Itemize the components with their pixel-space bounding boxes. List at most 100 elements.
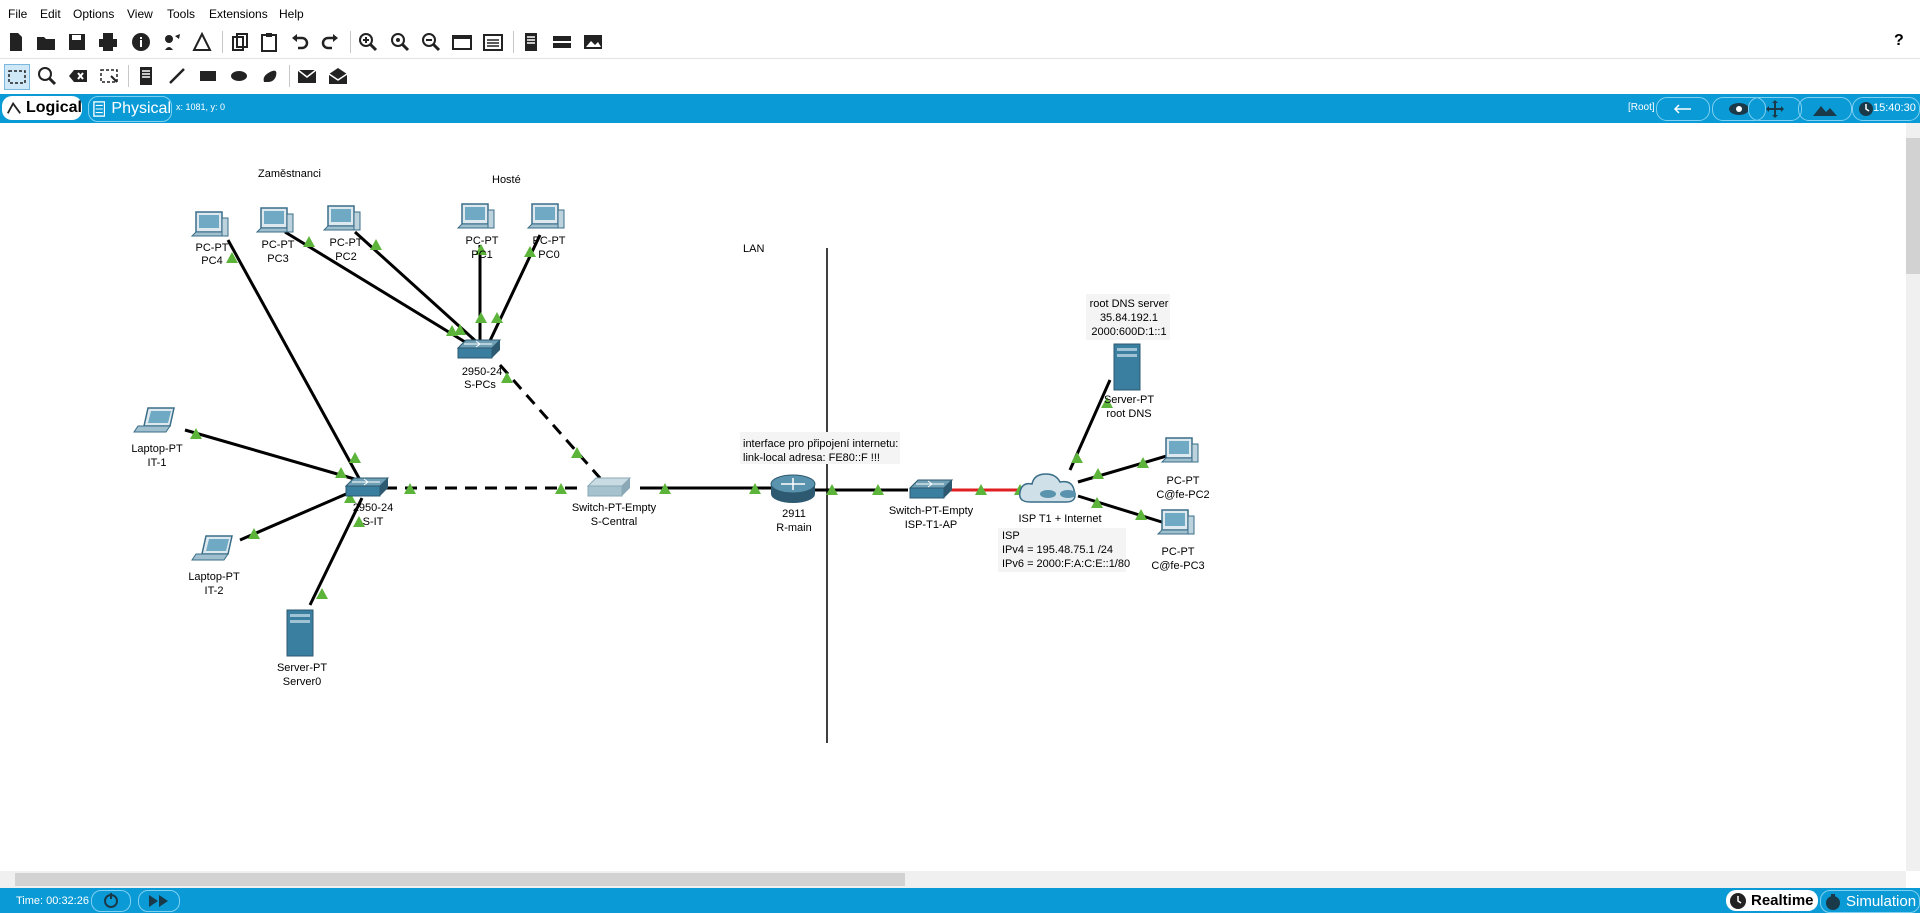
device-pc4[interactable]: PC-PT PC4	[191, 211, 229, 267]
note-hoste[interactable]: Hosté	[492, 174, 521, 186]
note-dns-line3[interactable]: 2000:600D:1::1	[1091, 326, 1166, 338]
note-iface-line2[interactable]: link-local adresa: FE80::F !!!	[743, 452, 880, 464]
print-icon[interactable]	[96, 30, 120, 54]
image-icon[interactable]	[581, 30, 605, 54]
clock[interactable]: 15:40:30	[1852, 97, 1920, 121]
device-pc3[interactable]: PC-PT PC3	[256, 207, 295, 265]
resize-icon[interactable]	[97, 64, 121, 88]
window-icon[interactable]	[450, 30, 474, 54]
device-name-label: S-IT	[363, 516, 384, 528]
link-spcs-scentral[interactable]	[498, 364, 602, 479]
link-isp-cfe2[interactable]	[1077, 453, 1171, 484]
note-lan[interactable]: LAN	[743, 243, 764, 255]
menu-tools[interactable]: Tools	[167, 7, 196, 21]
device-r-main[interactable]: 2911 R-main	[770, 474, 816, 534]
pdu-simple-icon[interactable]	[295, 64, 319, 88]
zoom-reset-icon[interactable]	[388, 30, 412, 54]
pc-icon	[1161, 437, 1199, 463]
move-icon	[1766, 100, 1784, 118]
tab-physical[interactable]: Physical	[88, 96, 172, 122]
device-type-label: 2950-24	[353, 502, 393, 514]
note-zamestnanci[interactable]: Zaměstnanci	[258, 168, 321, 180]
freeform-icon[interactable]	[258, 64, 282, 88]
device-root-dns[interactable]: Server-PT root DNS	[1104, 343, 1154, 420]
note-isp-line3[interactable]: IPv6 = 2000:F:A:C:E::1/80	[1002, 558, 1130, 570]
realtime-mode-button[interactable]: Realtime	[1726, 890, 1818, 911]
simulation-mode-button[interactable]: Simulation	[1820, 890, 1920, 913]
cluster-button[interactable]	[1712, 97, 1766, 121]
note-dns-line1[interactable]: root DNS server	[1090, 298, 1169, 310]
toolbar-separator	[222, 31, 223, 53]
device-type-label: Server-PT	[1104, 394, 1154, 406]
vertical-scrollbar[interactable]	[1906, 123, 1920, 871]
power-cycle-button[interactable]	[91, 890, 131, 912]
zoom-out-icon[interactable]	[419, 30, 443, 54]
undo-icon[interactable]	[288, 30, 312, 54]
link-it1-sit[interactable]	[184, 428, 359, 482]
tab-logical[interactable]: Logical	[2, 96, 82, 120]
device-type-label: PC-PT	[533, 235, 566, 247]
notes-icon[interactable]	[519, 30, 543, 54]
link-pc3-spcs[interactable]	[284, 230, 471, 347]
note-dns-line2[interactable]: 35.84.192.1	[1100, 312, 1158, 324]
new-icon[interactable]	[4, 30, 28, 54]
copy-icon[interactable]	[228, 30, 252, 54]
pc-icon	[527, 203, 565, 229]
paste-icon[interactable]	[257, 30, 281, 54]
note-iface-line1[interactable]: interface pro připojení internetu:	[743, 438, 898, 450]
background-button[interactable]	[1798, 97, 1852, 121]
move-button[interactable]	[1748, 97, 1802, 121]
help-button[interactable]: ?	[1894, 32, 1904, 49]
device-pc0[interactable]: PC-PT PC0	[527, 203, 566, 261]
fast-forward-button[interactable]	[138, 890, 180, 912]
note-icon[interactable]	[134, 64, 158, 88]
save-icon[interactable]	[65, 30, 89, 54]
device-s-pcs[interactable]: 2950-24 S-PCs	[457, 339, 502, 391]
palette-icon[interactable]	[190, 30, 214, 54]
toolbar-separator	[513, 31, 514, 53]
open-icon[interactable]	[34, 30, 58, 54]
redo-icon[interactable]	[318, 30, 342, 54]
device-cfe-pc3[interactable]: PC-PT C@fe-PC3	[1151, 509, 1205, 572]
line-icon[interactable]	[165, 64, 189, 88]
inspect-icon[interactable]	[35, 64, 59, 88]
device-s-central[interactable]: Switch-PT-Empty S-Central	[572, 477, 657, 528]
delete-icon[interactable]	[66, 64, 90, 88]
panel-icon[interactable]	[481, 30, 505, 54]
back-button[interactable]	[1656, 97, 1710, 121]
zoom-in-icon[interactable]	[356, 30, 380, 54]
menu-options[interactable]: Options	[73, 7, 115, 21]
device-pc1[interactable]: PC-PT PC1	[457, 203, 499, 261]
menu-extensions[interactable]: Extensions	[209, 7, 268, 21]
ellipse-icon[interactable]	[227, 64, 251, 88]
device-isp-t1-ap[interactable]: Switch-PT-Empty ISP-T1-AP	[889, 479, 974, 531]
link-isp-cfe3[interactable]	[1077, 494, 1166, 525]
wizard-icon[interactable]	[160, 30, 184, 54]
device-server0[interactable]: Server-PT Server0	[277, 609, 327, 688]
rectangle-icon[interactable]	[196, 64, 220, 88]
device-name-label: PC3	[267, 253, 288, 265]
link-it2-sit[interactable]	[239, 486, 361, 542]
select-icon[interactable]	[4, 64, 30, 90]
link-server0-sit[interactable]	[308, 497, 364, 606]
pdu-complex-icon[interactable]	[326, 64, 350, 88]
note-isp-line2[interactable]: IPv4 = 195.48.75.1 /24	[1002, 544, 1113, 556]
device-it-2[interactable]: Laptop-PT IT-2	[188, 535, 240, 597]
device-it-1[interactable]: Laptop-PT IT-1	[131, 407, 183, 469]
device-template-icon[interactable]	[550, 30, 574, 54]
menu-help[interactable]: Help	[279, 7, 304, 21]
note-isp-line1[interactable]: ISP	[1002, 530, 1020, 542]
menu-view[interactable]: View	[127, 7, 153, 21]
root-breadcrumb[interactable]: [Root]	[1628, 102, 1655, 113]
menu-edit[interactable]: Edit	[40, 7, 61, 21]
device-isp-cloud[interactable]: ISP T1 + Internet	[1018, 473, 1102, 525]
menu-file[interactable]: File	[8, 7, 28, 21]
device-s-it[interactable]: 2950-24 S-IT	[345, 477, 393, 528]
link-pc4-sit[interactable]	[226, 239, 362, 481]
vertical-scrollbar-thumb[interactable]	[1906, 138, 1920, 274]
device-cfe-pc2[interactable]: PC-PT C@fe-PC2	[1156, 437, 1210, 501]
logical-workspace[interactable]	[0, 123, 1906, 871]
horizontal-scrollbar-thumb[interactable]	[15, 873, 905, 886]
info-icon[interactable]	[129, 30, 153, 54]
device-pc2[interactable]: PC-PT PC2	[323, 205, 363, 263]
